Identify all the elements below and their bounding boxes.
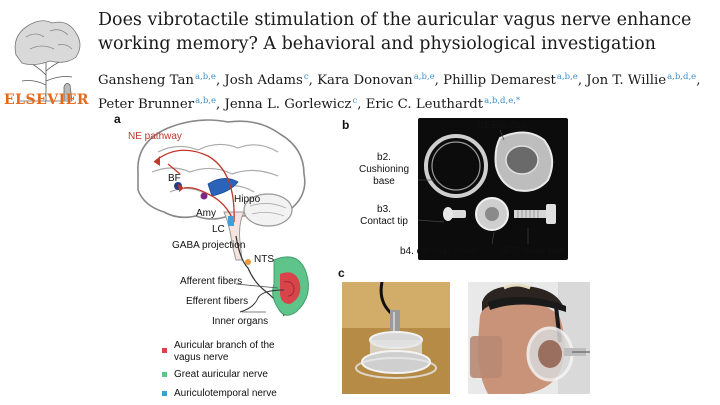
author-separator: ,: [216, 97, 225, 112]
label-lc: LC: [212, 224, 225, 235]
panel-a-letter: a: [114, 112, 121, 126]
amygdala: [200, 192, 208, 200]
author-name[interactable]: Eric C. Leuthardt: [365, 97, 484, 112]
author-name[interactable]: Kara Donovan: [317, 73, 413, 88]
author-separator: ,: [357, 97, 366, 112]
paper-title: Does vibrotactile stimulation of the aur…: [98, 10, 692, 54]
label-gaba: GABA projection: [172, 240, 246, 251]
brain-ear-illustration: [137, 119, 309, 396]
author-affiliation[interactable]: a,b,d,e: [667, 72, 697, 82]
panel-b-leader-lines: [417, 129, 529, 245]
author-separator: ,: [696, 73, 701, 88]
elsevier-tree-icon: [14, 20, 81, 102]
label-b3: b3. Contact tip: [360, 204, 408, 227]
panel-c-letter: c: [338, 266, 345, 280]
legend-item-3: Auriculotemporal nerve: [174, 388, 277, 399]
author-separator: ,: [434, 73, 444, 88]
device-closeup-photo: [342, 282, 450, 394]
author-affiliation[interactable]: a,b,d,e,*: [484, 96, 521, 106]
label-bf: BF: [168, 173, 181, 184]
legend-item-2: Great auricular nerve: [174, 369, 268, 380]
author-affiliation[interactable]: c: [303, 72, 309, 82]
label-b2: b2. Cushioning base: [358, 152, 410, 187]
efferent-fiber-line: [239, 289, 285, 313]
label-amy: Amy: [196, 208, 216, 219]
author-name[interactable]: Phillip Demarest: [443, 73, 556, 88]
t-head-bolt: [514, 210, 552, 218]
legend-swatch-1: [162, 348, 167, 353]
label-inner-organs: Inner organs: [212, 316, 269, 327]
author-name[interactable]: Gansheng Tan: [98, 73, 194, 88]
label-hippo: Hippo: [234, 194, 261, 205]
author-affiliation[interactable]: a,b,e: [195, 96, 217, 106]
author-affiliation[interactable]: a,b,e: [195, 72, 216, 82]
author-name[interactable]: Peter Brunner: [98, 97, 195, 112]
cerebellum: [243, 193, 293, 227]
author-list: Gansheng Tana,b,e, Josh Adamsc, Kara Don…: [98, 67, 714, 115]
blurred-face-region: [470, 336, 502, 378]
label-afferent: Afferent fibers: [180, 276, 243, 287]
label-ne-pathway: NE pathway: [128, 131, 182, 142]
author-separator: ,: [577, 73, 587, 88]
author-affiliation[interactable]: a,b,e: [556, 72, 578, 82]
author-separator: ,: [215, 73, 225, 88]
ne-pathway-line: [153, 149, 235, 223]
subject-wearing-device-photo: [468, 282, 590, 394]
author-name[interactable]: Jenna L. Gorlewicz: [224, 97, 352, 112]
author-name[interactable]: Josh Adams: [224, 73, 303, 88]
hippocampus: [207, 178, 239, 197]
author-name[interactable]: Jon T. Willie: [586, 73, 667, 88]
label-b1: b1.Ear cup: [478, 120, 527, 131]
nts-marker: [245, 259, 251, 265]
legend-item-1: Auricular branch of the vagus nerve: [174, 340, 275, 363]
publisher-name[interactable]: ELSEVIER: [4, 92, 90, 108]
label-b5: b5.T-head bolt: [500, 246, 564, 257]
legend-swatch-2: [162, 372, 167, 377]
label-efferent: Efferent fibers: [186, 296, 249, 307]
author-affiliation[interactable]: a,b,e: [413, 72, 435, 82]
ear-inner: [280, 272, 301, 304]
legend-swatch-3: [162, 391, 167, 396]
author-separator: ,: [308, 73, 318, 88]
label-nts: NTS: [254, 254, 274, 265]
author-affiliation[interactable]: c: [352, 96, 358, 106]
cushioning-base: [424, 134, 488, 198]
label-b4: b4. ear cup cover: [400, 246, 478, 257]
panel-b-letter: b: [342, 118, 350, 132]
locus-coeruleus-marker: [228, 216, 234, 226]
